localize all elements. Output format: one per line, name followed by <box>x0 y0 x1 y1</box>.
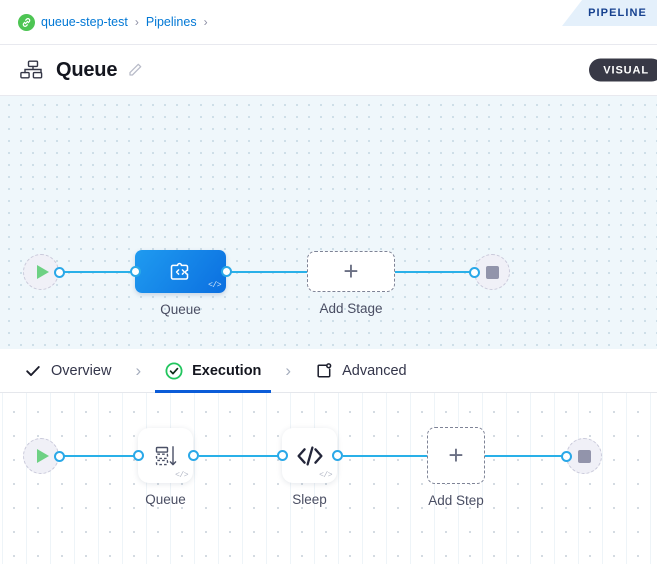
step-input-port[interactable] <box>132 450 144 461</box>
edge-addstage-to-end <box>395 271 480 273</box>
start-node-port[interactable] <box>54 266 65 278</box>
queue-batch-icon <box>155 445 176 465</box>
breadcrumb-item-project[interactable]: queue-step-test <box>41 15 128 29</box>
breadcrumb: queue-step-test › Pipelines › <box>0 0 657 45</box>
advanced-box-icon <box>317 362 332 377</box>
edge-addstep-to-end <box>485 455 569 457</box>
edge-queue-to-sleep <box>199 455 281 457</box>
project-link-icon <box>18 13 35 31</box>
step-code-badge: </> <box>175 471 188 480</box>
edge-start-to-queue <box>56 271 138 273</box>
edge-sleep-to-addstep <box>343 455 428 457</box>
step-output-port[interactable] <box>331 450 343 461</box>
page-header: Queue VISUAL <box>0 45 657 96</box>
stage-code-badge: </> <box>208 281 221 290</box>
code-brackets-icon <box>296 445 323 466</box>
breadcrumb-separator: › <box>134 15 139 29</box>
stage-node-label: Queue <box>160 302 201 317</box>
step-box[interactable]: </> <box>282 428 337 483</box>
stage-canvas[interactable]: </> Queue + Add Stage <box>0 96 657 349</box>
stage-output-port[interactable] <box>220 266 232 277</box>
stage-box[interactable]: </> <box>135 250 226 293</box>
tab-separator: › <box>135 360 142 380</box>
add-step-label: Add Step <box>428 493 484 508</box>
breadcrumb-item-pipelines[interactable]: Pipelines <box>145 15 197 29</box>
end-node-port[interactable] <box>468 266 480 278</box>
stage-input-port[interactable] <box>129 266 141 277</box>
tab-advanced[interactable]: Advanced <box>313 349 409 393</box>
breadcrumb-separator: › <box>203 15 208 29</box>
plus-icon: + <box>448 439 464 470</box>
add-step-node[interactable]: + Add Step <box>427 427 485 508</box>
step-canvas[interactable]: </> Queue </> Sleep + <box>0 393 657 564</box>
check-icon <box>26 365 40 376</box>
check-circle-icon <box>165 362 183 379</box>
edit-pencil-icon[interactable] <box>127 62 143 78</box>
stop-icon <box>485 265 499 279</box>
tab-advanced-label: Advanced <box>342 362 407 379</box>
step-box[interactable]: </> <box>138 428 193 483</box>
step-node-label: Sleep <box>292 492 327 507</box>
start-node-circle <box>23 254 59 290</box>
add-stage-node[interactable]: + Add Stage <box>307 251 395 316</box>
step-node-queue[interactable]: </> Queue <box>132 428 199 507</box>
edge-start-to-queue-step <box>56 455 138 457</box>
step-config-tabs: Overview › Execution › Advanced <box>0 349 657 393</box>
tab-overview-label: Overview <box>51 362 112 379</box>
play-icon <box>37 449 49 463</box>
add-stage-button[interactable]: + <box>307 251 395 292</box>
end-node-circle <box>566 438 602 474</box>
add-step-button[interactable]: + <box>427 427 485 484</box>
add-stage-label: Add Stage <box>319 301 383 316</box>
step-output-port[interactable] <box>187 450 199 461</box>
tab-overview[interactable]: Overview <box>22 349 113 393</box>
visual-mode-badge[interactable]: VISUAL <box>589 58 657 82</box>
end-node-port[interactable] <box>560 450 572 462</box>
edge-queue-to-addstage <box>226 271 308 273</box>
tab-execution[interactable]: Execution <box>155 349 272 393</box>
stop-icon <box>577 449 591 463</box>
custom-stage-icon <box>170 262 188 280</box>
step-node-sleep[interactable]: </> Sleep <box>276 428 343 507</box>
step-input-port[interactable] <box>276 450 288 461</box>
pipeline-studio-tab[interactable]: PIPELINE <box>562 0 657 26</box>
start-node-port[interactable] <box>54 450 65 462</box>
tab-execution-label: Execution <box>192 362 262 379</box>
start-node-circle <box>23 438 59 474</box>
step-node-label: Queue <box>145 492 186 507</box>
pipeline-hierarchy-icon <box>20 60 46 80</box>
page-title: Queue <box>56 58 118 81</box>
tab-separator: › <box>285 360 292 380</box>
step-code-badge: </> <box>319 471 332 480</box>
play-icon <box>37 265 49 279</box>
stage-node-queue[interactable]: </> Queue <box>129 250 232 317</box>
plus-icon: + <box>343 255 359 286</box>
